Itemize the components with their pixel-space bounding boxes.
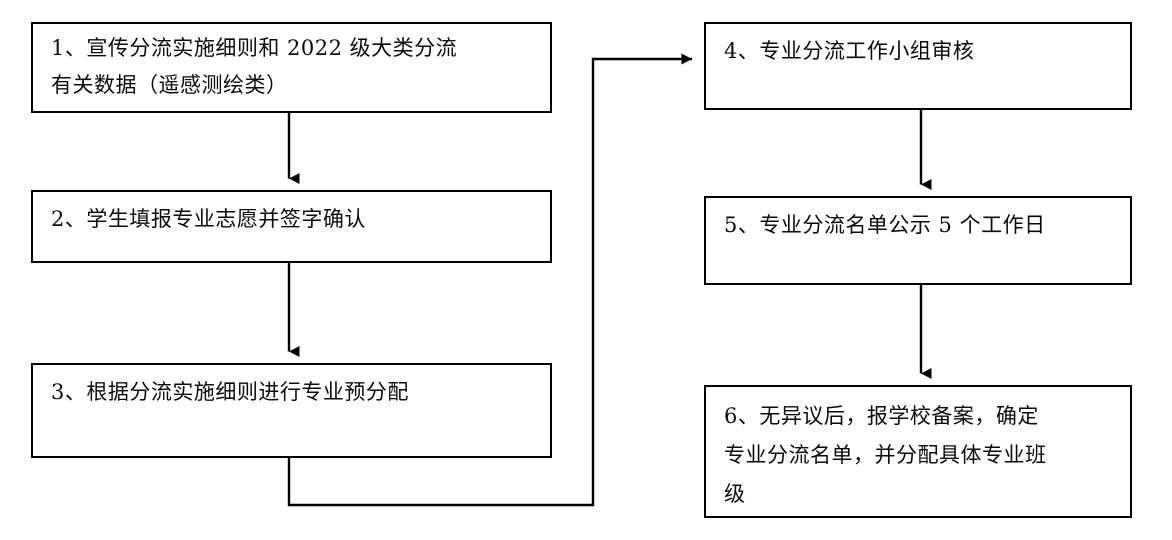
process-node-3[interactable]: 3、根据分流实施细则进行专业预分配 <box>31 363 552 458</box>
process-node-6[interactable]: 6、无异议后，报学校备案，确定 专业分流名单，并分配具体专业班 级 <box>704 385 1132 518</box>
process-node-2-label: 2、学生填报专业志愿并签字确认 <box>51 207 366 231</box>
process-node-1-label: 1、宣传分流实施细则和 2022 级大类分流 有关数据（遥感测绘类） <box>51 36 458 97</box>
process-node-2[interactable]: 2、学生填报专业志愿并签字确认 <box>31 190 552 263</box>
process-node-6-label: 6、无异议后，报学校备案，确定 专业分流名单，并分配具体专业班 级 <box>724 404 1047 506</box>
process-node-5[interactable]: 5、专业分流名单公示 5 个工作日 <box>704 196 1132 285</box>
process-node-5-label: 5、专业分流名单公示 5 个工作日 <box>724 213 1046 237</box>
process-node-3-label: 3、根据分流实施细则进行专业预分配 <box>51 380 409 404</box>
process-node-4[interactable]: 4、专业分流工作小组审核 <box>704 22 1132 110</box>
process-node-1[interactable]: 1、宣传分流实施细则和 2022 级大类分流 有关数据（遥感测绘类） <box>31 22 552 113</box>
process-node-4-label: 4、专业分流工作小组审核 <box>724 39 975 63</box>
